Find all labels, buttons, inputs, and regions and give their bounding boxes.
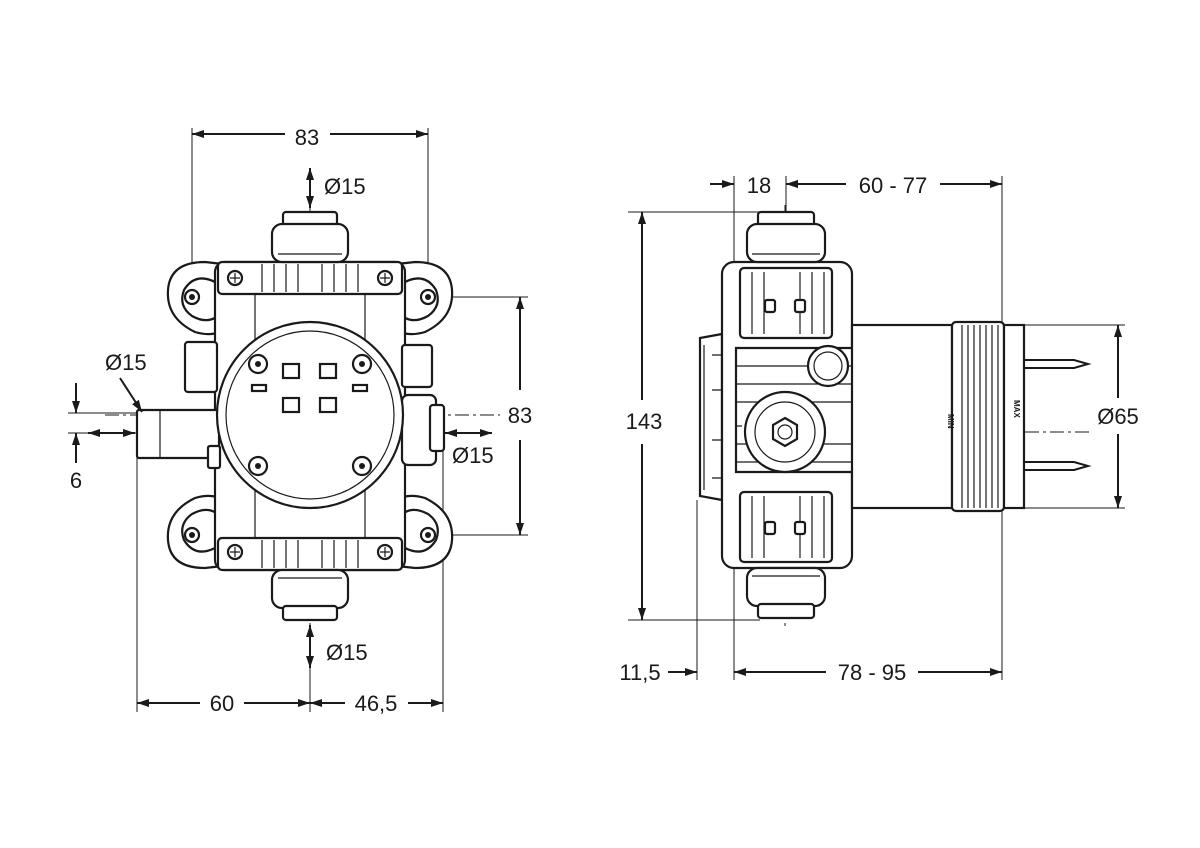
wall-plate bbox=[698, 332, 724, 502]
side-top-coupling bbox=[745, 210, 827, 264]
side-dim-bottom-left-label: 11,5 bbox=[619, 660, 660, 685]
top-coupling bbox=[270, 210, 350, 264]
front-width-top-label: 83 bbox=[295, 125, 319, 150]
left-inlet bbox=[135, 340, 222, 470]
ribbed-collars bbox=[216, 260, 404, 572]
side-min-label: MIN bbox=[946, 414, 955, 429]
front-cartridge bbox=[215, 320, 405, 510]
extension-sleeve: MIN MAX bbox=[850, 320, 1092, 513]
bottom-coupling bbox=[270, 568, 350, 622]
side-bottom-coupling bbox=[745, 566, 827, 620]
side-extension-lines bbox=[628, 176, 1125, 680]
front-offset-left-label: 6 bbox=[70, 468, 82, 493]
front-view: 83 Ø15 Ø15 6 83 Ø15 Ø15 60 46,5 bbox=[68, 125, 532, 716]
side-height-label: 143 bbox=[626, 409, 663, 434]
front-outlet-right-label: Ø15 bbox=[452, 443, 494, 468]
side-dim-top-right-label: 60 - 77 bbox=[859, 173, 928, 198]
front-offset-bottom-left-label: 60 bbox=[210, 691, 234, 716]
side-dim-bottom-right-label: 78 - 95 bbox=[838, 660, 907, 685]
front-inlet-left-label: Ø15 bbox=[105, 350, 147, 375]
side-max-label: MAX bbox=[1012, 400, 1021, 418]
front-outlet-top-label: Ø15 bbox=[324, 174, 366, 199]
side-dim-top-left-label: 18 bbox=[747, 173, 771, 198]
front-height-right-label: 83 bbox=[508, 403, 532, 428]
front-offset-bottom-right-label: 46,5 bbox=[355, 691, 398, 716]
side-diameter-label: Ø65 bbox=[1097, 404, 1139, 429]
side-view: MIN MAX 18 60 bbox=[619, 173, 1138, 685]
right-outlets bbox=[400, 343, 446, 467]
front-outlet-bottom-label: Ø15 bbox=[326, 640, 368, 665]
side-dimension-lines bbox=[638, 180, 1122, 676]
front-dimension-lines bbox=[72, 130, 524, 707]
